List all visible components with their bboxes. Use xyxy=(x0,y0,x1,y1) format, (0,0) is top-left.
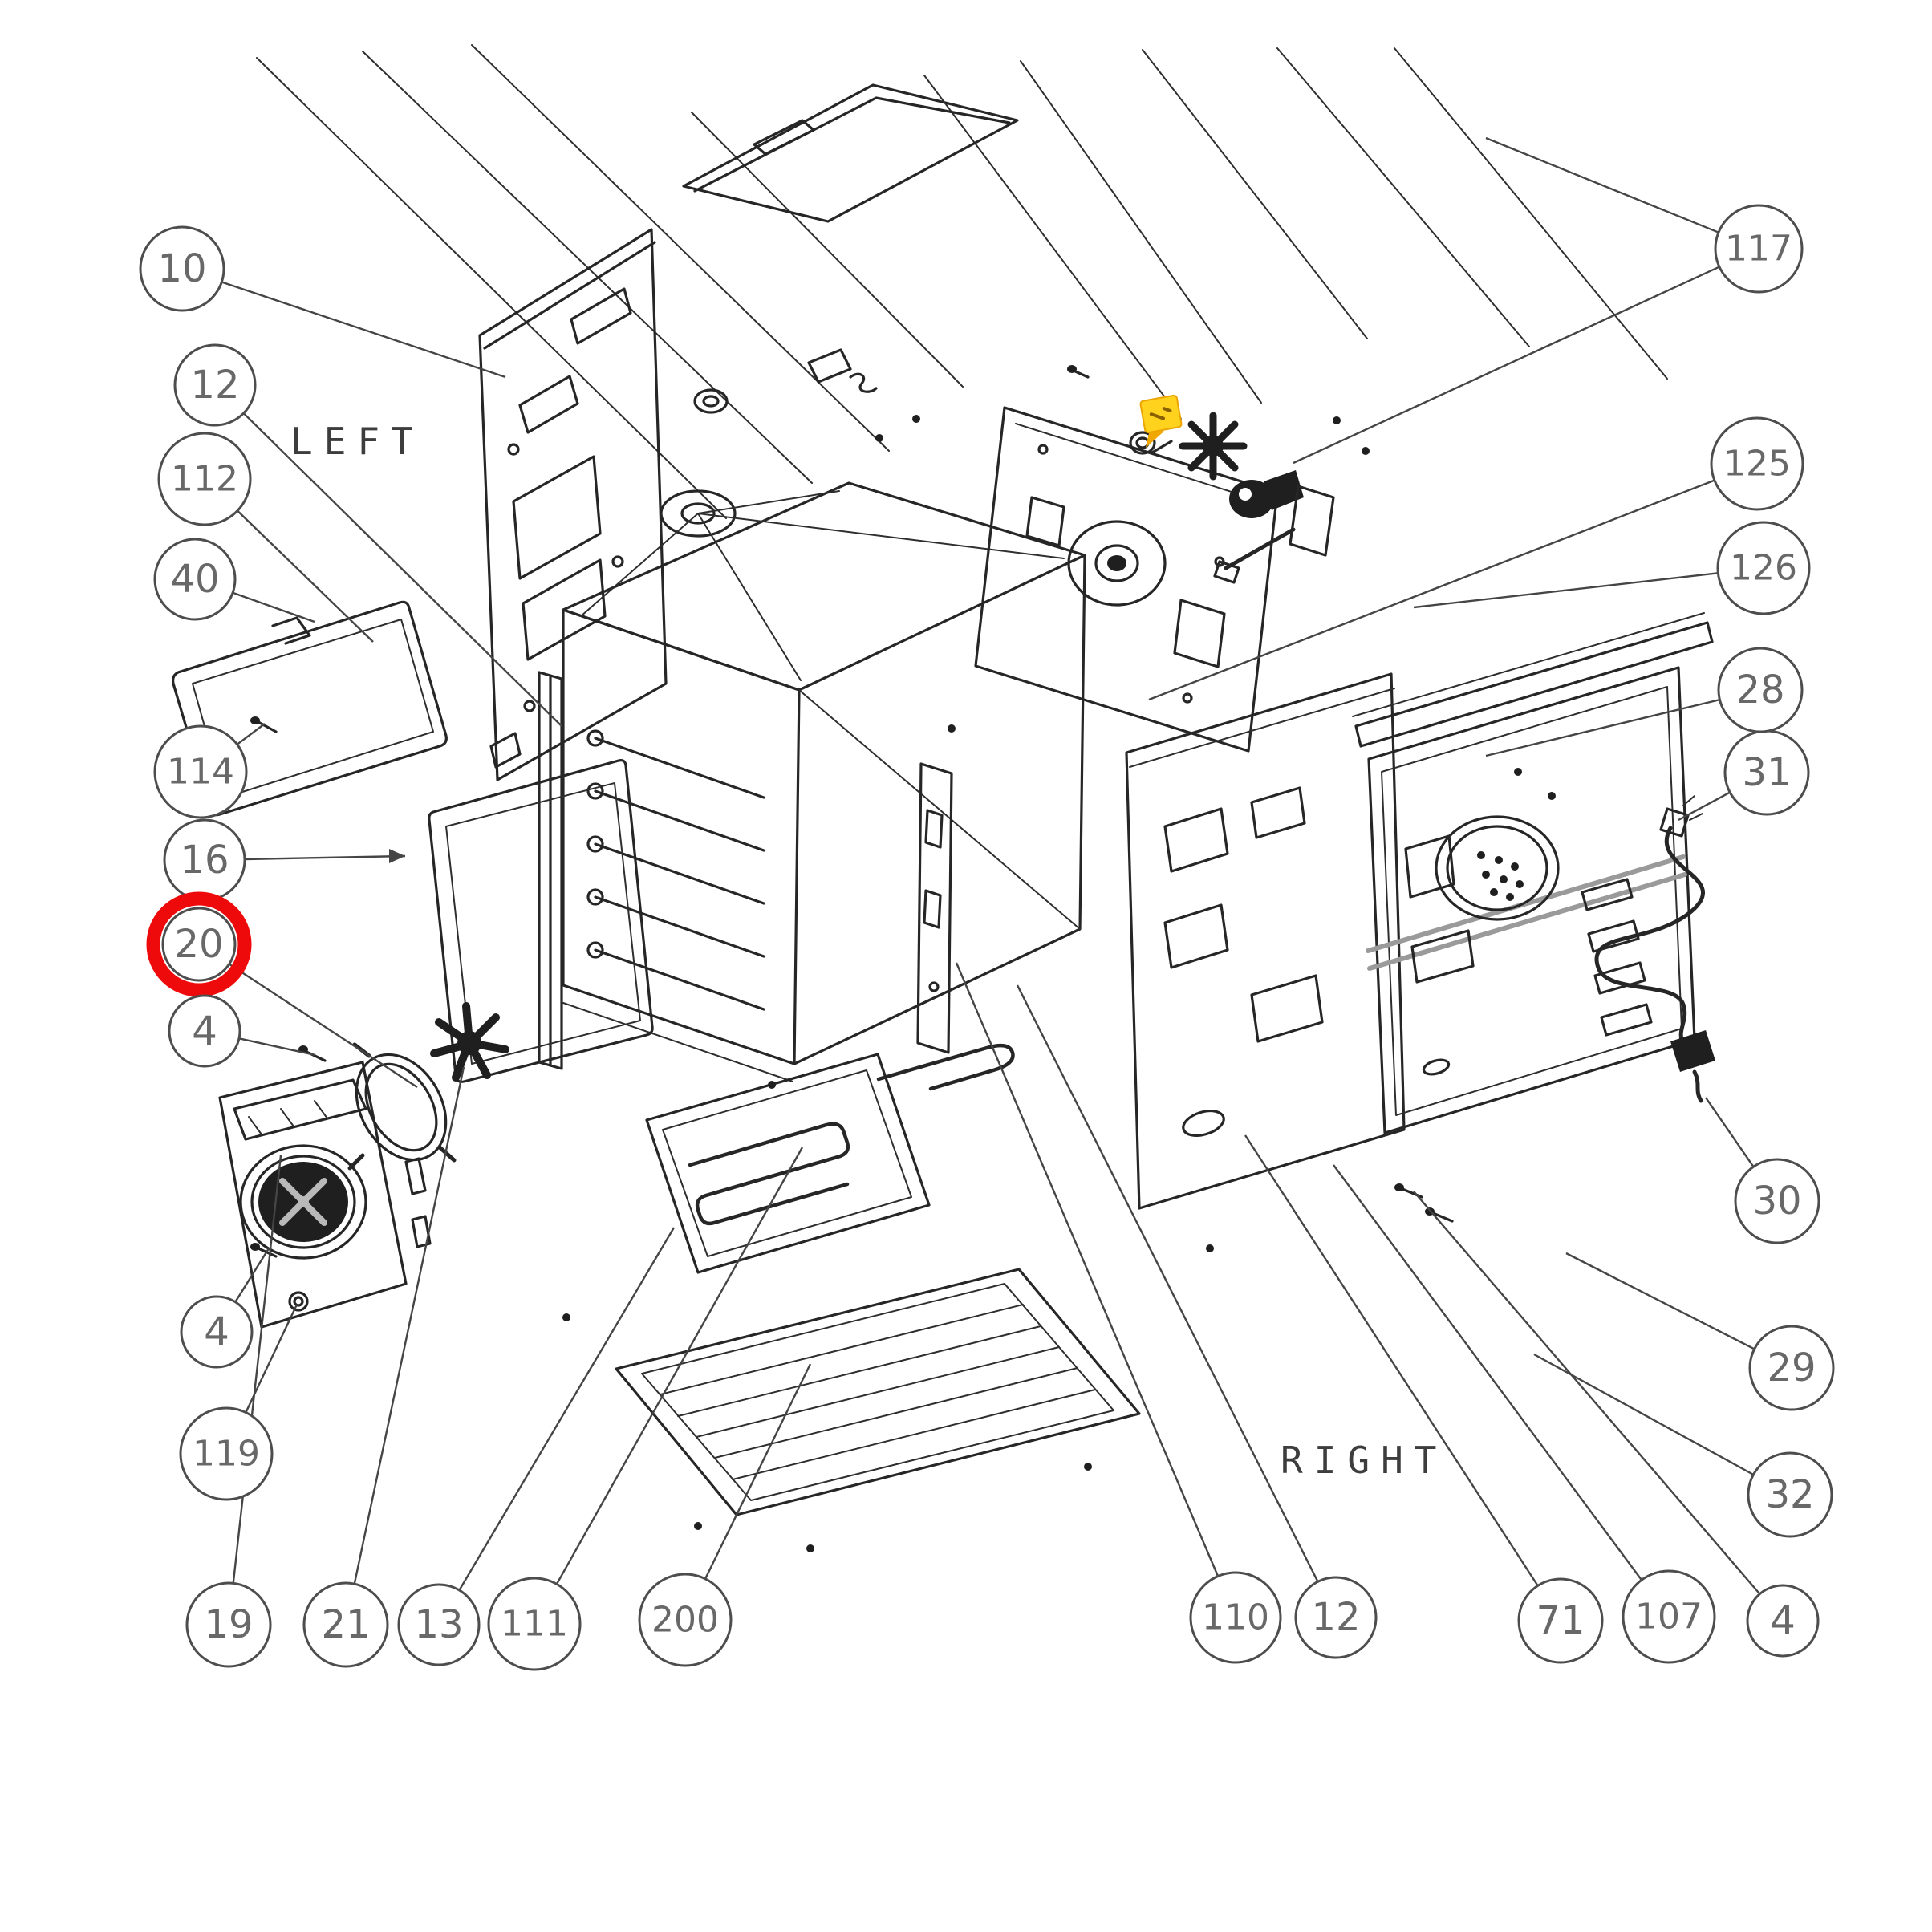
balloon-111-13[interactable]: 111 xyxy=(487,1577,582,1671)
svg-text:31: 31 xyxy=(1742,750,1791,795)
balloon-32-20[interactable]: 32 xyxy=(1747,1451,1833,1538)
balloon-12-16[interactable]: 12 xyxy=(1294,1576,1378,1659)
svg-text:13: 13 xyxy=(414,1602,463,1647)
svg-text:119: 119 xyxy=(193,1434,260,1475)
balloon-110-15[interactable]: 110 xyxy=(1189,1571,1282,1664)
front-pillar xyxy=(538,671,563,1070)
oven-cavity xyxy=(562,481,1086,1082)
svg-text:107: 107 xyxy=(1635,1597,1703,1638)
svg-text:12: 12 xyxy=(190,363,239,408)
door-glass xyxy=(428,759,654,1083)
svg-text:21: 21 xyxy=(321,1602,370,1647)
svg-text:111: 111 xyxy=(501,1604,568,1645)
convection-fan-impeller xyxy=(1179,412,1248,481)
balloon-117-27[interactable]: 117 xyxy=(1714,204,1804,294)
balloon-4-7[interactable]: 4 xyxy=(168,994,242,1068)
svg-text:29: 29 xyxy=(1767,1346,1816,1390)
svg-text:10: 10 xyxy=(157,246,206,291)
screw-dots xyxy=(562,415,1556,1552)
right-side-label: RIGHT xyxy=(1281,1439,1447,1482)
svg-text:4: 4 xyxy=(204,1309,229,1355)
balloon-71-17[interactable]: 71 xyxy=(1517,1577,1604,1664)
balloon-10-0[interactable]: 10 xyxy=(139,225,225,312)
top-panel xyxy=(682,83,1019,223)
balloon-29-21[interactable]: 29 xyxy=(1748,1325,1835,1411)
svg-text:40: 40 xyxy=(170,557,219,602)
svg-text:117: 117 xyxy=(1725,229,1792,270)
small-top-parts xyxy=(693,348,1090,414)
thermostat xyxy=(1213,485,1335,584)
callout-balloons: 10 12 112 40 114 16 20 4 4 119 19 21 13 111 200 110 12 71… xyxy=(139,204,1835,1671)
outer-back-panel xyxy=(1352,612,1714,1134)
svg-text:28: 28 xyxy=(1735,668,1784,712)
heating-elements xyxy=(586,729,765,1011)
svg-text:30: 30 xyxy=(1752,1179,1801,1224)
balloon-12-1[interactable]: 12 xyxy=(173,343,257,427)
balloon-200-14[interactable]: 200 xyxy=(638,1573,733,1667)
balloon-126-25[interactable]: 126 xyxy=(1716,521,1811,615)
svg-text:110: 110 xyxy=(1202,1597,1269,1638)
balloon-28-24[interactable]: 28 xyxy=(1717,647,1804,733)
svg-text:200: 200 xyxy=(651,1600,719,1641)
bottom-element-tray xyxy=(645,1043,1015,1274)
balloon-114-4[interactable]: 114 xyxy=(153,724,248,819)
fan-motor xyxy=(1229,470,1304,518)
balloon-125-26[interactable]: 125 xyxy=(1710,416,1804,511)
highlight-annotations xyxy=(389,394,1183,863)
svg-text:71: 71 xyxy=(1536,1598,1585,1643)
balloon-40-3[interactable]: 40 xyxy=(153,538,237,621)
svg-text:19: 19 xyxy=(204,1602,253,1647)
svg-text:12: 12 xyxy=(1311,1595,1360,1640)
svg-text:32: 32 xyxy=(1765,1472,1814,1517)
svg-text:20: 20 xyxy=(174,922,223,967)
right-side-panel xyxy=(1125,672,1406,1210)
svg-text:114: 114 xyxy=(167,752,234,793)
svg-text:112: 112 xyxy=(171,459,238,500)
back-panel xyxy=(974,406,1279,753)
svg-text:4: 4 xyxy=(192,1008,217,1054)
balloon-31-23[interactable]: 31 xyxy=(1723,729,1810,816)
svg-text:126: 126 xyxy=(1730,548,1797,589)
left-side-label: LEFT xyxy=(290,420,424,463)
yellow-highlight-marker xyxy=(1139,394,1183,448)
power-cord xyxy=(1594,795,1715,1103)
balloon-19-10[interactable]: 19 xyxy=(185,1581,272,1668)
left-side-panel xyxy=(478,228,668,781)
balloon-30-22[interactable]: 30 xyxy=(1734,1158,1820,1244)
svg-text:4: 4 xyxy=(1770,1597,1796,1644)
balloon-21-11[interactable]: 21 xyxy=(302,1581,389,1668)
construction-lines xyxy=(256,44,1668,519)
balloon-16-5[interactable]: 16 xyxy=(163,818,246,902)
screws xyxy=(288,1045,1454,1312)
balloon-4-19[interactable]: 4 xyxy=(1746,1584,1820,1658)
leader-lines xyxy=(221,136,1761,1595)
svg-text:16: 16 xyxy=(180,838,229,883)
fan-cover-plate xyxy=(218,1061,432,1329)
svg-text:125: 125 xyxy=(1723,444,1791,485)
balloon-107-18[interactable]: 107 xyxy=(1622,1569,1716,1664)
rear-rail-bracket xyxy=(916,762,953,1054)
lower-shelf xyxy=(615,1268,1141,1516)
balloon-119-9[interactable]: 119 xyxy=(179,1406,274,1501)
fan-impeller xyxy=(430,1002,509,1082)
balloon-20-6[interactable]: 20 xyxy=(146,891,252,997)
balloon-13-12[interactable]: 13 xyxy=(397,1583,481,1666)
selected-part-ring xyxy=(146,891,252,997)
balloon-4-8[interactable]: 4 xyxy=(180,1295,254,1369)
balloon-112-2[interactable]: 112 xyxy=(157,432,252,526)
